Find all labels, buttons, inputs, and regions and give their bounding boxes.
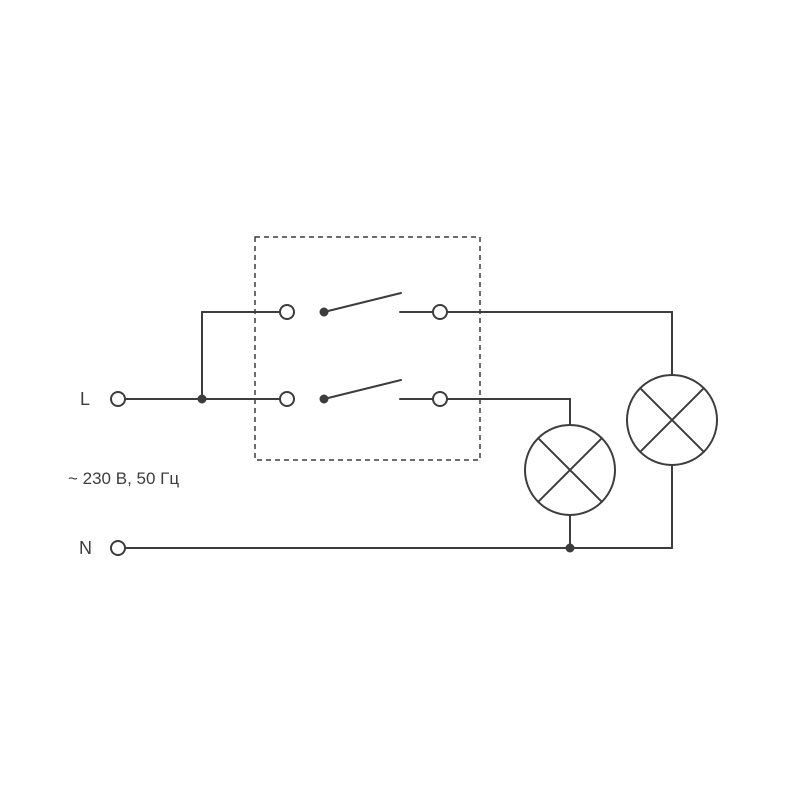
- terminal-n-circle: [110, 540, 126, 556]
- junction-dot-n: [565, 543, 575, 553]
- lamp-2-icon: [626, 374, 718, 466]
- switch-2-icon: [279, 379, 448, 407]
- line-feed-wires: [124, 311, 281, 404]
- load-wires: [446, 311, 673, 549]
- terminal-l-circle: [110, 391, 126, 407]
- lamp-2-cross-b: [639, 387, 705, 453]
- lamp-1-cross-b: [537, 437, 603, 503]
- wire-switch1-to-lamp2: [446, 311, 673, 376]
- switch-2-lever: [323, 379, 402, 400]
- label-voltage-rating: ~ 230 В, 50 Гц: [68, 469, 179, 488]
- switch-1-right-terminal: [432, 304, 448, 320]
- switch-1-lever: [323, 292, 402, 313]
- wire-switch2-to-lamp1: [446, 398, 571, 426]
- switch-2-right-terminal: [432, 391, 448, 407]
- switch-2-left-terminal: [279, 391, 295, 407]
- label-neutral-terminal: N: [79, 538, 92, 558]
- neutral-wires: [124, 543, 673, 553]
- switch-box-outline: [254, 236, 481, 461]
- lamp-1-icon: [524, 424, 616, 516]
- junction-dot-l: [197, 394, 207, 404]
- switch-1-icon: [279, 292, 448, 320]
- label-line-terminal: L: [80, 389, 90, 409]
- switch-1-left-terminal: [279, 304, 295, 320]
